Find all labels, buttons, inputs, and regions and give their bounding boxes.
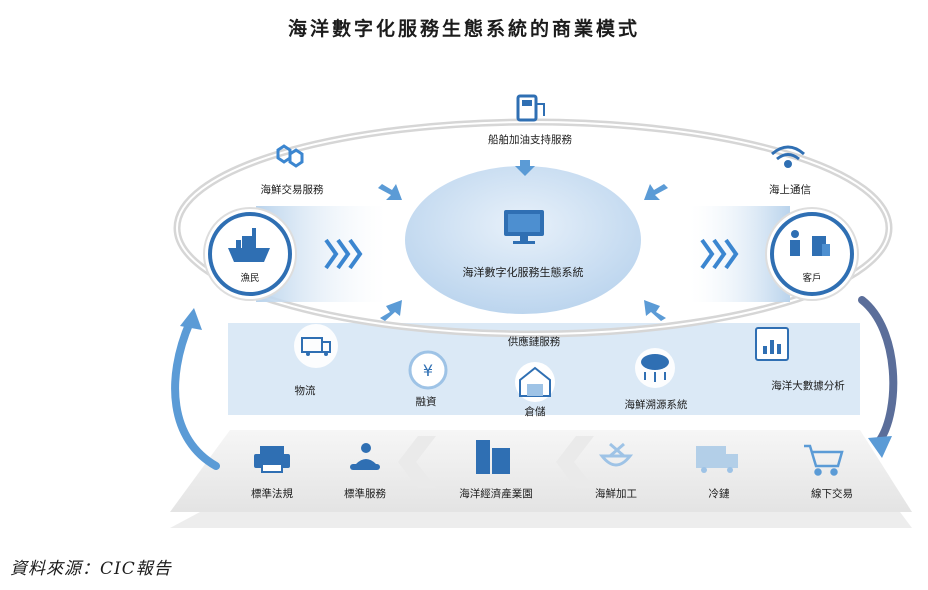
source-note: 資料來源：CIC報告	[10, 559, 172, 579]
financing-label: 融資	[415, 396, 437, 408]
inward-arrows	[378, 160, 668, 321]
fishermen-label: 漁民	[240, 273, 260, 284]
big-data-label: 海洋大數據分析	[771, 380, 845, 392]
standard-service-label: 標準服務	[344, 488, 386, 500]
fuel-pump-icon	[516, 94, 545, 122]
cold-chain-label: 冷鏈	[708, 488, 730, 500]
warehousing-label: 倉儲	[524, 406, 546, 418]
wifi-icon	[771, 145, 805, 168]
hexagon-link-icon	[276, 144, 304, 168]
bottom-platform	[170, 430, 912, 512]
monitor-icon	[504, 210, 544, 244]
hand-person-icon	[350, 443, 380, 470]
supply-chain-label: 供應鏈服務	[507, 336, 561, 348]
svg-text:¥: ¥	[423, 361, 433, 380]
logistics-label: 物流	[294, 385, 316, 397]
maritime-comm-label: 海上通信	[769, 184, 811, 196]
customers-label: 客戶	[802, 273, 822, 284]
chevrons-right-icon	[700, 238, 739, 270]
customer-icon	[790, 230, 830, 256]
buildings-icon	[476, 440, 510, 474]
bar-chart-icon	[755, 327, 789, 361]
shopping-cart-icon	[804, 444, 844, 476]
left-curved-arrow	[171, 318, 220, 470]
financing-yen-icon: ¥	[408, 350, 448, 390]
center-label: 海洋數字化服務生態系統	[462, 266, 584, 279]
right-curved-arrow	[858, 296, 898, 444]
top-service-label: 船舶加油支持服務	[488, 134, 572, 146]
printer-icon	[254, 446, 290, 473]
fishing-boat-icon	[228, 228, 270, 262]
logistics-truck-icon	[294, 324, 338, 368]
cloud-network-icon	[635, 348, 675, 388]
cold-chain-truck-icon	[696, 446, 738, 473]
industrial-park-label: 海洋經濟產業園	[459, 488, 533, 500]
page-title: 海洋數字化服務生態系統的商業模式	[287, 18, 640, 40]
bowl-icon	[598, 442, 634, 467]
standards-label: 標準法規	[251, 488, 293, 500]
chevrons-left-icon	[324, 238, 363, 270]
traceability-label: 海鮮溯源系統	[624, 399, 688, 411]
offline-trade-label: 線下交易	[811, 488, 853, 500]
processing-label: 海鮮加工	[595, 488, 637, 500]
seafood-trade-label: 海鮮交易服務	[260, 184, 324, 196]
warehouse-icon	[515, 362, 555, 402]
